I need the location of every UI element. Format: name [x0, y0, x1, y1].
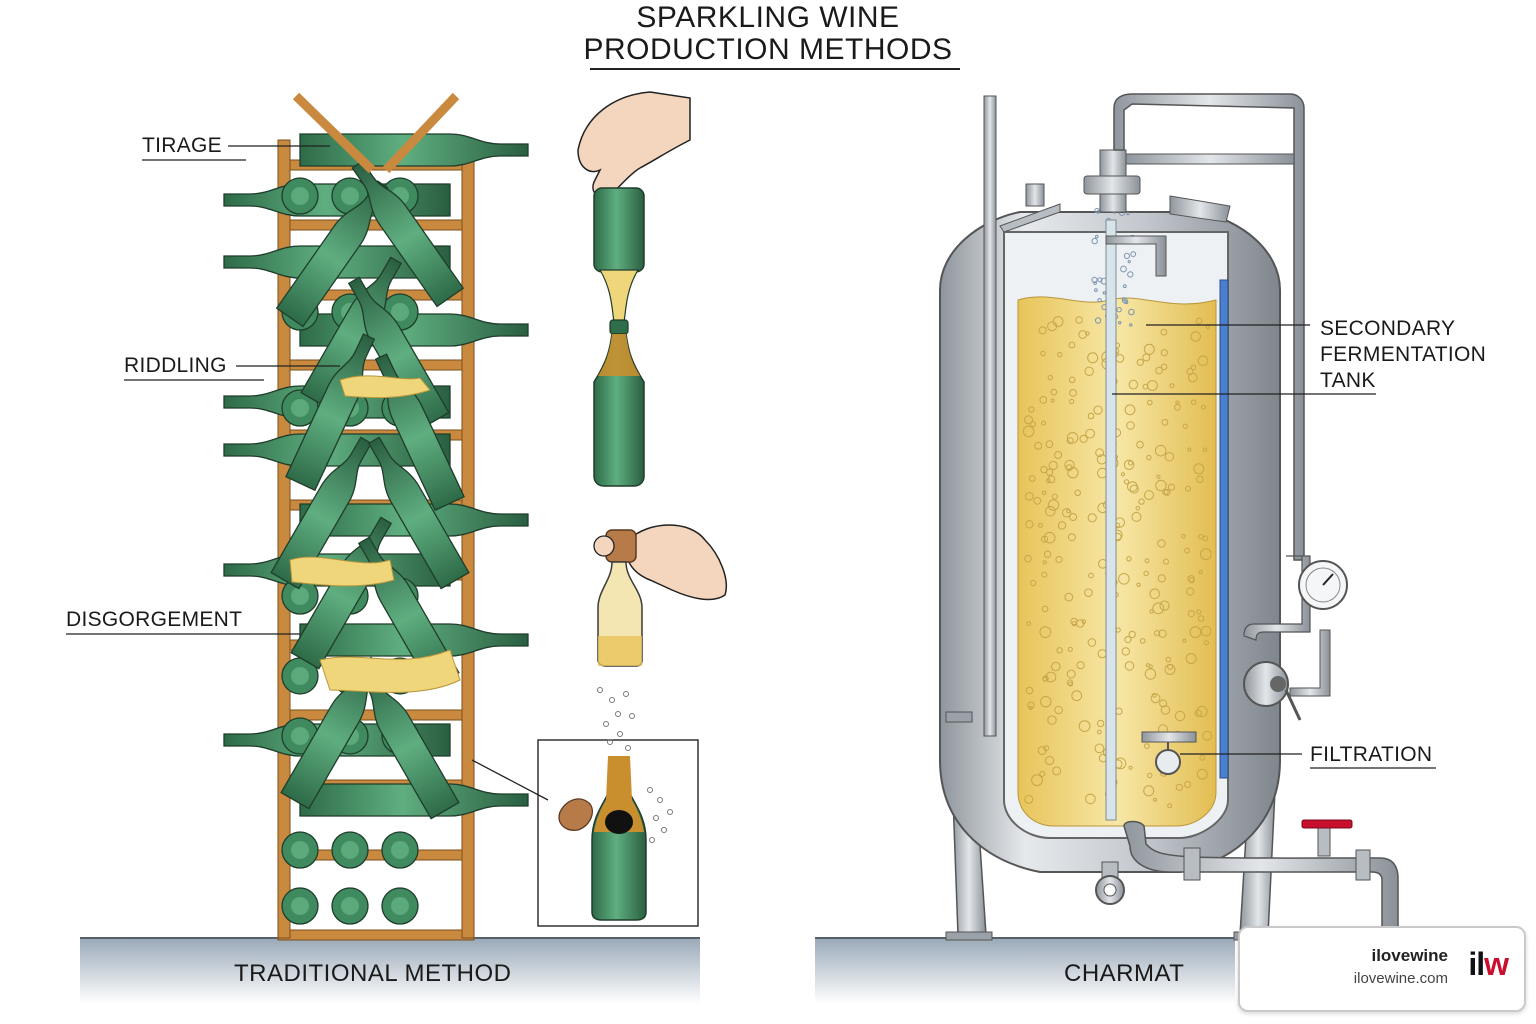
finished-bottle-illustration	[537, 687, 699, 927]
label-secondary-line-2: FERMENTATION	[1320, 343, 1487, 366]
title-underline	[590, 68, 960, 70]
section-label-charmat: CHARMAT	[1064, 960, 1185, 987]
title-line-1: SPARKLING WINE	[636, 1, 900, 34]
label-riddling: RIDDLING	[124, 354, 227, 377]
disgorgement-illustration	[593, 524, 727, 667]
label-tirage: TIRAGE	[142, 134, 222, 157]
callout-lines	[66, 145, 1436, 801]
label-disgorgement: DISGORGEMENT	[66, 608, 243, 631]
brand-logo: ilw	[1468, 946, 1509, 982]
label-filtration: FILTRATION	[1310, 743, 1433, 766]
label-secondary-line-3: TANK	[1320, 369, 1376, 392]
section-label-traditional: TRADITIONAL METHOD	[234, 960, 512, 987]
brand-name: ilovewine	[1371, 946, 1448, 965]
ground-left	[80, 938, 700, 1004]
brand-url: ilovewine.com	[1353, 970, 1448, 987]
label-secondary-line-1: SECONDARY	[1320, 317, 1456, 340]
charmat-tank	[939, 93, 1399, 941]
riddling-rack	[223, 92, 529, 941]
brand-badge: ilovewine ilovewine.com ilw	[1238, 926, 1526, 1012]
ground-right	[815, 938, 1235, 1004]
title-line-2: PRODUCTION METHODS	[583, 33, 953, 66]
tirage-bottle-illustration	[577, 91, 691, 487]
